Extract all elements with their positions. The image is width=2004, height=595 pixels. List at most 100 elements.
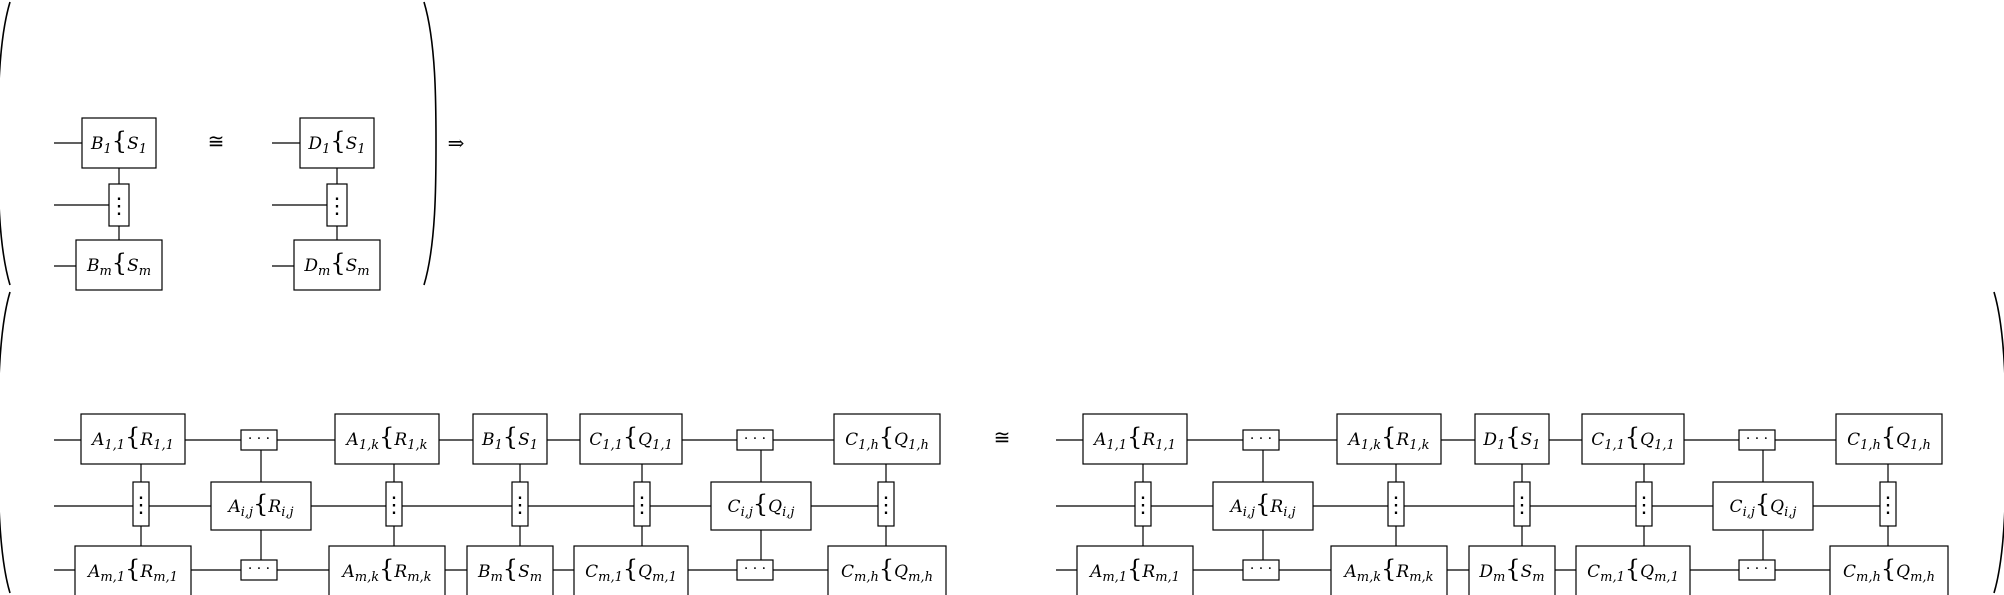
ellipsis-box <box>240 559 278 581</box>
box-label: Dm{Sm <box>1478 555 1544 585</box>
top-row-box <box>1581 413 1685 465</box>
middle-row-box <box>1212 481 1314 531</box>
ellipsis-box <box>1513 481 1531 527</box>
ellipsis-box <box>326 183 348 227</box>
box-label: D1{S1 <box>307 127 365 157</box>
box-label: B1{S1 <box>481 423 538 453</box>
ellipsis-box <box>240 429 278 451</box>
middle-row-box <box>1712 481 1814 531</box>
top-row-box <box>80 413 186 465</box>
vertical-ellipsis: ⋮ <box>631 493 653 518</box>
box-label: Ci,j{Qi,j <box>1730 490 1797 520</box>
top-row-box <box>579 413 683 465</box>
ellipsis-box <box>1387 481 1405 527</box>
bottom-row-box <box>1330 545 1448 595</box>
ellipsis-box <box>877 481 895 527</box>
vertical-ellipsis: ⋮ <box>326 194 348 219</box>
vertical-ellipsis: ⋮ <box>1877 493 1899 518</box>
ellipsis-box <box>633 481 651 527</box>
box-label: A1,1{R1,1 <box>90 423 174 453</box>
box-label: C1,h{Q1,h <box>1847 423 1931 453</box>
top-row-box <box>833 413 941 465</box>
top-row-box <box>472 413 548 465</box>
box-label: Bm{Sm <box>86 249 151 279</box>
box-label: Cm,1{Qm,1 <box>585 555 677 585</box>
horizontal-ellipsis: · · · <box>248 431 270 447</box>
bottom-row-box <box>1076 545 1194 595</box>
ellipsis-box <box>1242 429 1280 451</box>
ellipsis-box <box>1242 559 1280 581</box>
horizontal-ellipsis: · · · <box>248 561 270 577</box>
horizontal-ellipsis: · · · <box>1746 431 1768 447</box>
ellipsis-box <box>736 429 774 451</box>
vertical-ellipsis: ⋮ <box>108 194 130 219</box>
bottom-row-box <box>328 545 446 595</box>
box-label: C1,1{Q1,1 <box>1591 423 1675 453</box>
vertical-ellipsis: ⋮ <box>1511 493 1533 518</box>
horizontal-ellipsis: · · · <box>1250 561 1272 577</box>
ellipsis-box <box>511 481 529 527</box>
iso-relation: ≅ <box>994 425 1011 449</box>
boxes <box>74 117 1949 595</box>
box-label: D1{S1 <box>1482 423 1540 453</box>
box-label: Am,1{Rm,1 <box>86 555 178 585</box>
vertical-ellipsis: ⋮ <box>1132 493 1154 518</box>
box-label: Cm,1{Qm,1 <box>1587 555 1679 585</box>
box-label: Ai,j{Ri,j <box>226 490 293 520</box>
horizontal-ellipsis: · · · <box>1746 561 1768 577</box>
box-label: Cm,h{Qm,h <box>1843 555 1935 585</box>
iso-relation: ≅ <box>208 129 225 153</box>
box-label: Bm{Sm <box>477 555 542 585</box>
bottom-row-box <box>1468 545 1556 595</box>
ellipsis-box <box>132 481 150 527</box>
top-row-box <box>1474 413 1550 465</box>
box-label: Ai,j{Ri,j <box>1228 490 1295 520</box>
box-label: C1,h{Q1,h <box>845 423 929 453</box>
middle-row-box <box>210 481 312 531</box>
box-label: Dm{Sm <box>303 249 369 279</box>
ellipsis-box <box>1134 481 1152 527</box>
right-paren-conclusion <box>1993 291 2004 594</box>
vertical-ellipsis: ⋮ <box>130 493 152 518</box>
top-row-box <box>1336 413 1442 465</box>
top-row-box <box>334 413 440 465</box>
ellipsis-box <box>1879 481 1897 527</box>
box-label: A1,1{R1,1 <box>1092 423 1176 453</box>
bottom-box <box>75 239 163 291</box>
box-label: Ci,j{Qi,j <box>728 490 795 520</box>
vertical-ellipsis: ⋮ <box>383 493 405 518</box>
middle-row-box <box>710 481 812 531</box>
horizontal-ellipsis: · · · <box>744 561 766 577</box>
top-box <box>81 117 157 169</box>
top-row-box <box>1835 413 1943 465</box>
vertical-ellipsis: ⋮ <box>875 493 897 518</box>
box-label: Am,k{Rm,k <box>1342 555 1433 585</box>
bottom-row-box <box>1829 545 1949 595</box>
vertical-ellipsis: ⋮ <box>1385 493 1407 518</box>
implies-relation: ⇒ <box>448 131 465 155</box>
vertical-ellipsis: ⋮ <box>509 493 531 518</box>
left-paren-premise <box>0 1 11 286</box>
bottom-row-box <box>1575 545 1691 595</box>
horizontal-ellipsis: · · · <box>1250 431 1272 447</box>
ellipsis-box <box>385 481 403 527</box>
bottom-row-box <box>74 545 192 595</box>
box-label: Am,1{Rm,1 <box>1088 555 1180 585</box>
top-row-box <box>1082 413 1188 465</box>
ellipsis-box <box>108 183 130 227</box>
box-label: B1{S1 <box>90 127 147 157</box>
ellipsis-box <box>1635 481 1653 527</box>
bottom-row-box <box>466 545 554 595</box>
box-label: C1,1{Q1,1 <box>589 423 673 453</box>
top-box <box>299 117 375 169</box>
box-label: A1,k{R1,k <box>345 423 428 453</box>
ellipsis-box <box>1738 429 1776 451</box>
box-label: Cm,h{Qm,h <box>841 555 933 585</box>
bottom-row-box <box>573 545 689 595</box>
box-label: A1,k{R1,k <box>1347 423 1430 453</box>
ellipsis-box <box>736 559 774 581</box>
horizontal-ellipsis: · · · <box>744 431 766 447</box>
